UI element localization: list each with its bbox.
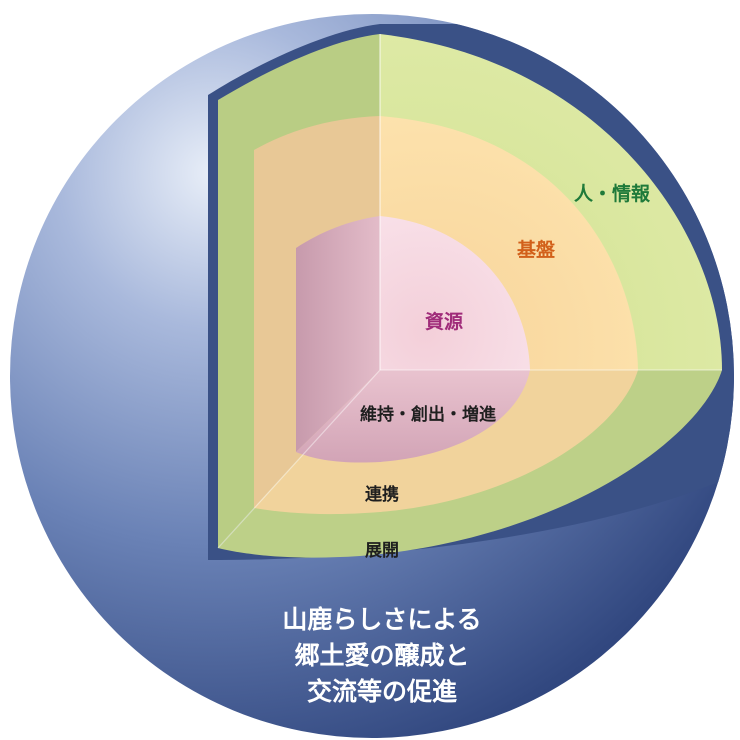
outer-layer-label: 人・情報: [574, 182, 651, 205]
slogan-line-3: 交流等の促進: [307, 677, 457, 706]
diagonal-axis-edge: [217, 369, 381, 549]
inner-layer-floor: [296, 370, 530, 463]
inner-layer-label: 資源: [425, 310, 463, 333]
slogan: 山鹿らしさによる 郷土愛の醸成と 交流等の促進: [282, 605, 481, 706]
middle-layer-label: 基盤: [516, 238, 556, 261]
slogan-line-2: 郷土愛の醸成と: [294, 641, 469, 670]
slogan-line-1: 山鹿らしさによる: [282, 605, 481, 634]
inner-layer-back: [380, 216, 530, 370]
inner-layer-wall: [296, 216, 380, 452]
middle-band-label: 連携: [365, 484, 399, 505]
inner-band-label: 維持・創出・増進: [360, 404, 496, 425]
outer-band-label: 展開: [365, 541, 399, 561]
